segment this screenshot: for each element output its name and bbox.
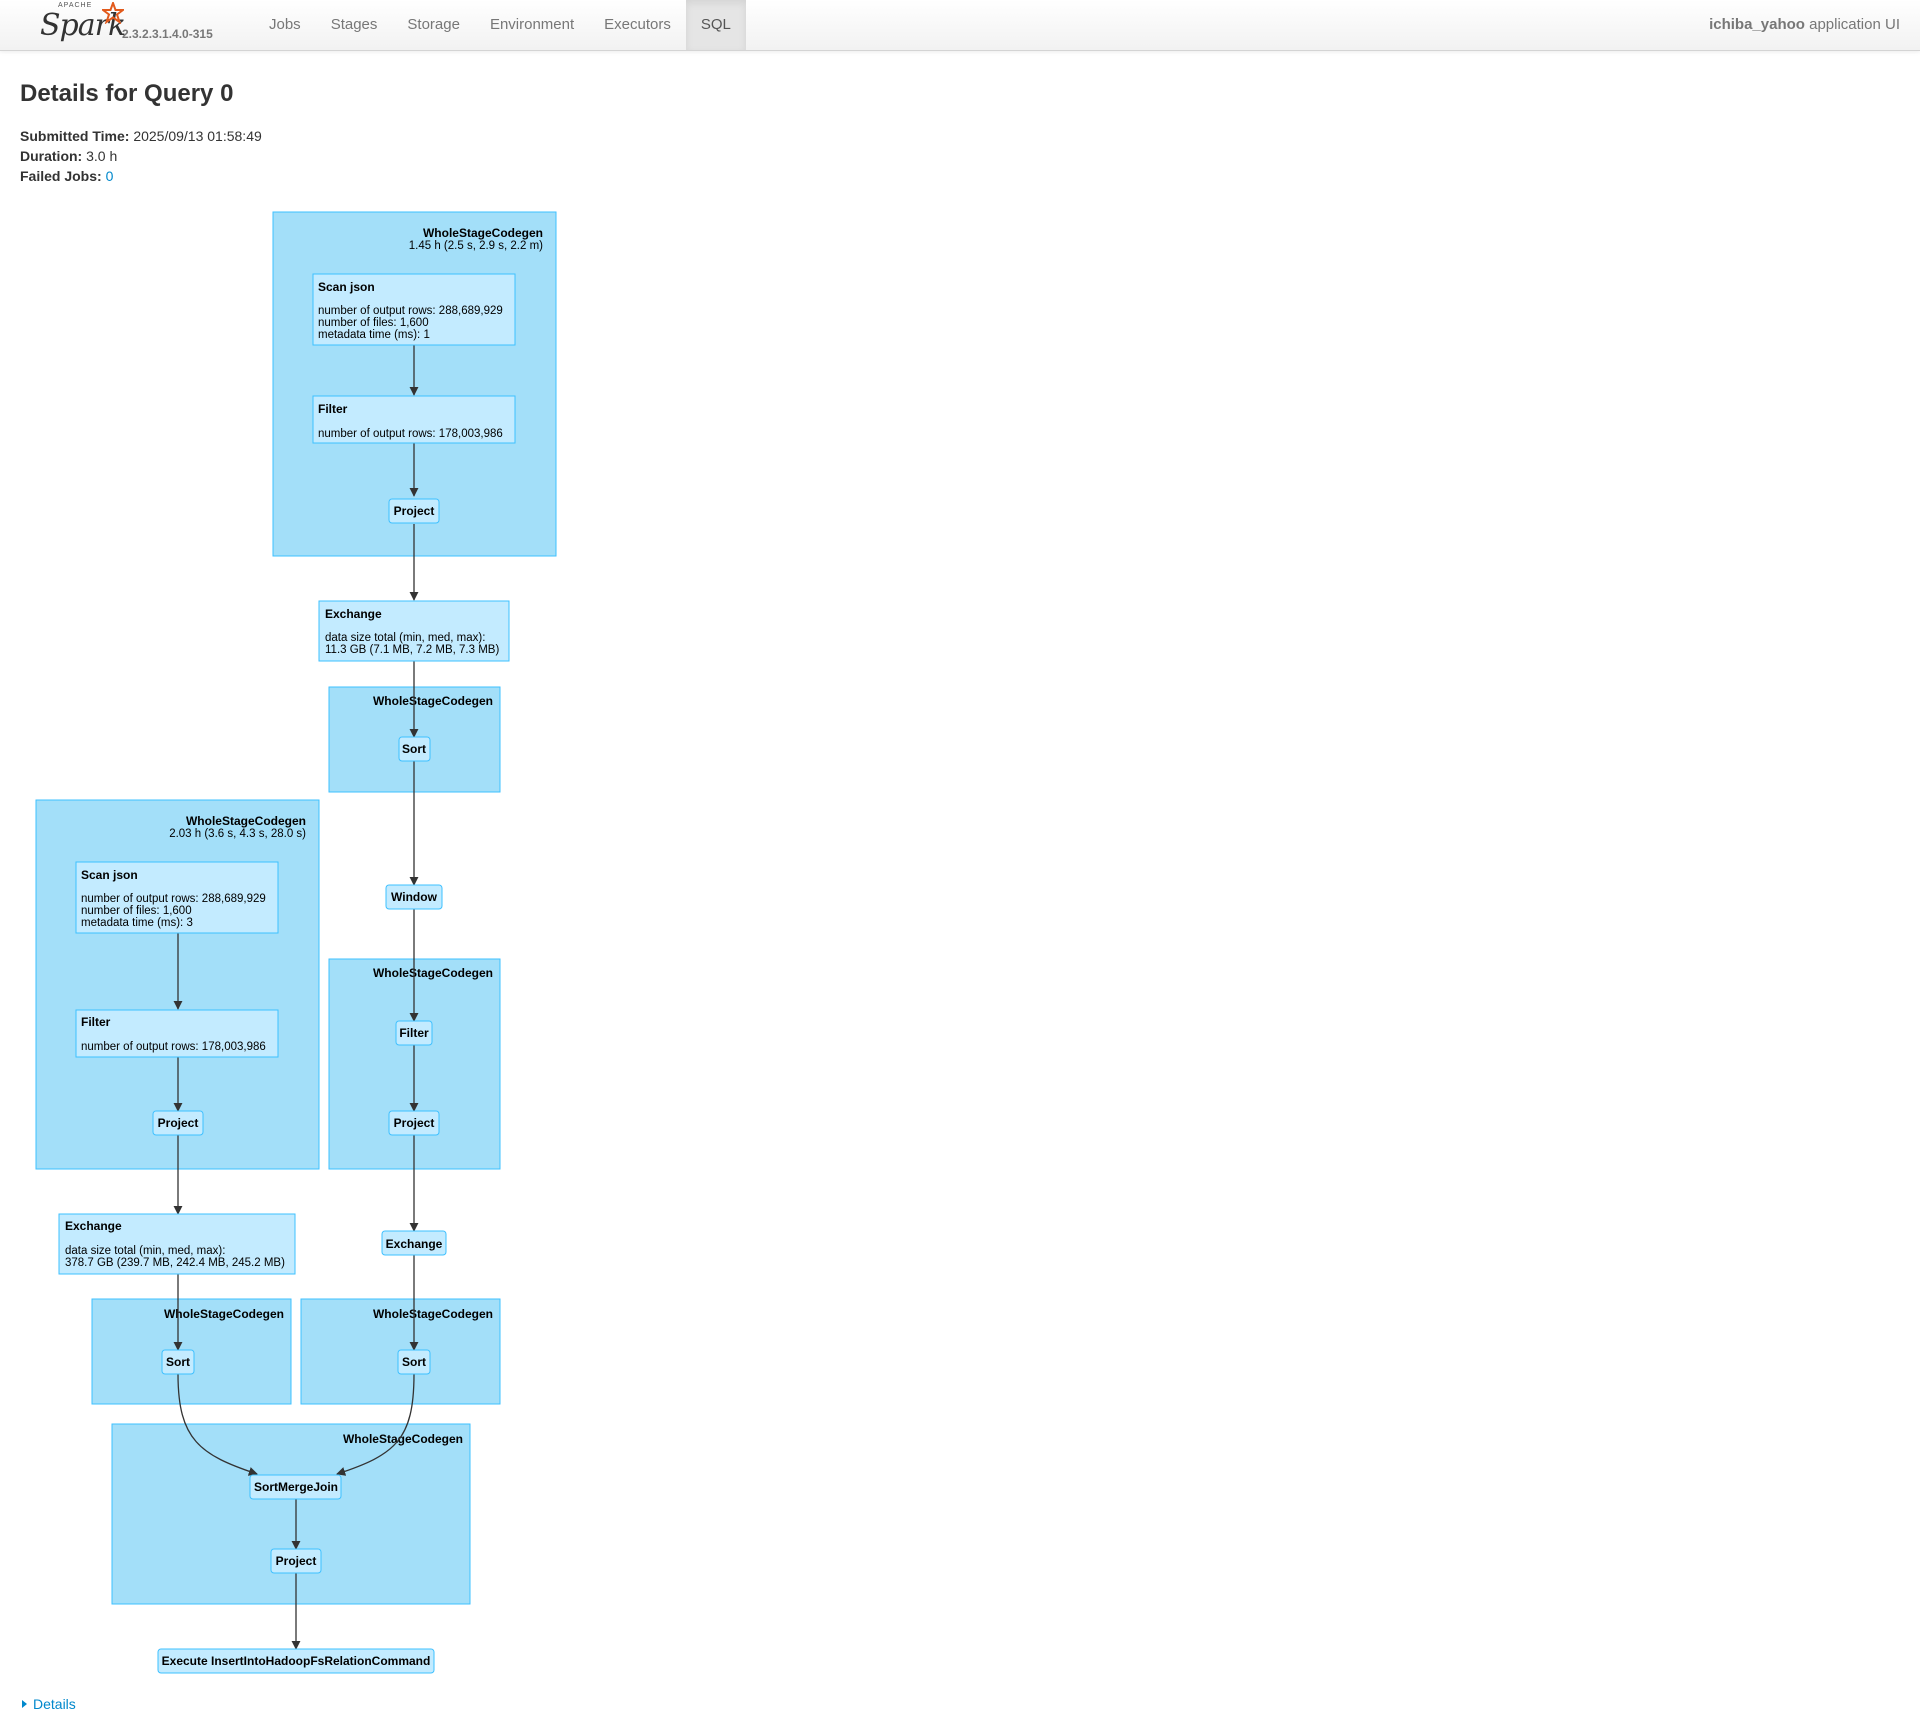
submitted-time-value: 2025/09/13 01:58:49 — [133, 128, 262, 144]
node-window[interactable]: Window — [385, 884, 443, 910]
tab-storage[interactable]: Storage — [407, 16, 460, 33]
node-scan-json-2[interactable]: Scan json number of output rows: 288,689… — [75, 861, 279, 934]
cluster-metric: 2.03 h (3.6 s, 4.3 s, 28.0 s) — [169, 828, 306, 840]
node-title: Exchange — [325, 607, 382, 621]
node-title: Sort — [402, 1355, 426, 1369]
tab-executors[interactable]: Executors — [604, 16, 671, 33]
node-filter-1[interactable]: Filter number of output rows: 178,003,98… — [312, 395, 516, 444]
node-title: Window — [391, 890, 438, 904]
details-label: Details — [33, 1696, 76, 1712]
cluster-title: WholeStageCodegen — [373, 694, 493, 708]
spark-version: 2.3.2.3.1.4.0-315 — [122, 27, 213, 41]
node-exchange-2[interactable]: Exchange data size total (min, med, max)… — [58, 1213, 296, 1275]
node-execute-insert[interactable]: Execute InsertIntoHadoopFsRelationComman… — [157, 1648, 435, 1674]
app-suffix: application UI — [1809, 16, 1900, 33]
node-exchange-3[interactable]: Exchange — [381, 1230, 447, 1256]
node-title: Project — [394, 1116, 435, 1130]
node-metric: metadata time (ms): 1 — [318, 329, 430, 341]
tab-sql[interactable]: SQL — [685, 0, 746, 50]
failed-jobs-link[interactable]: 0 — [105, 168, 114, 184]
cluster-wholestagecodegen-7[interactable]: WholeStageCodegen — [111, 1423, 471, 1605]
node-metric: data size total (min, med, max): — [65, 1245, 225, 1257]
navbar: APACHE Spark 2.3.2.3.1.4.0-315 Jobs Stag… — [0, 0, 1920, 51]
node-metric: number of output rows: 288,689,929 — [81, 893, 266, 905]
edge — [336, 1373, 415, 1476]
cluster-title: WholeStageCodegen — [423, 226, 543, 240]
node-scan-json-1[interactable]: Scan json number of output rows: 288,689… — [312, 273, 516, 346]
cluster-title: WholeStageCodegen — [164, 1307, 284, 1321]
node-metric: number of output rows: 178,003,986 — [318, 428, 503, 440]
node-title: Exchange — [65, 1219, 122, 1233]
query-summary: Submitted Time: 2025/09/13 01:58:49 Dura… — [20, 126, 262, 186]
node-metric: 378.7 GB (239.7 MB, 242.4 MB, 245.2 MB) — [65, 1257, 285, 1269]
node-sortmergejoin[interactable]: SortMergeJoin — [249, 1474, 342, 1500]
app-title: ichiba_yahoo application UI — [1709, 0, 1900, 50]
node-title: Filter — [81, 1015, 111, 1029]
submitted-time-label: Submitted Time: — [20, 128, 130, 144]
node-title: Sort — [166, 1355, 190, 1369]
node-project-4[interactable]: Project — [270, 1548, 322, 1574]
node-metric: number of files: 1,600 — [318, 317, 429, 329]
details-toggle[interactable]: Details — [22, 1696, 76, 1712]
node-title: Sort — [402, 742, 426, 756]
node-title: Project — [276, 1554, 317, 1568]
node-title: Project — [158, 1116, 199, 1130]
node-title: Exchange — [386, 1237, 443, 1251]
star-icon — [102, 2, 124, 24]
submitted-time-row: Submitted Time: 2025/09/13 01:58:49 — [20, 126, 262, 146]
failed-jobs-row: Failed Jobs: 0 — [20, 166, 262, 186]
node-metric: number of output rows: 288,689,929 — [318, 305, 503, 317]
node-project-2[interactable]: Project — [152, 1110, 204, 1136]
cluster-title: WholeStageCodegen — [186, 814, 306, 828]
node-metric: data size total (min, med, max): — [325, 632, 485, 644]
node-title: Project — [394, 504, 435, 518]
node-project-3[interactable]: Project — [388, 1110, 440, 1136]
failed-jobs-label: Failed Jobs: — [20, 168, 102, 184]
node-project-1[interactable]: Project — [388, 498, 440, 524]
tab-stages[interactable]: Stages — [330, 16, 378, 33]
node-title: Execute InsertIntoHadoopFsRelationComman… — [162, 1654, 431, 1668]
node-sort-3[interactable]: Sort — [397, 1349, 431, 1375]
app-name: ichiba_yahoo — [1709, 16, 1805, 33]
apache-label: APACHE — [58, 2, 93, 9]
spark-wordmark: Spark — [40, 8, 126, 43]
node-metric: metadata time (ms): 3 — [81, 917, 193, 929]
tab-jobs[interactable]: Jobs — [269, 16, 301, 33]
plan-edges — [173, 345, 419, 1650]
node-title: Filter — [318, 402, 348, 416]
nav-tabs: Jobs Stages Storage Environment Executor… — [254, 0, 746, 50]
node-metric: number of files: 1,600 — [81, 905, 192, 917]
node-metric: 11.3 GB (7.1 MB, 7.2 MB, 7.3 MB) — [325, 644, 499, 656]
duration-label: Duration: — [20, 148, 83, 164]
duration-row: Duration: 3.0 h — [20, 146, 262, 166]
node-title: SortMergeJoin — [254, 1480, 338, 1494]
node-title: Scan json — [318, 280, 375, 294]
node-title: Scan json — [81, 868, 138, 882]
node-filter-2[interactable]: Filter number of output rows: 178,003,98… — [75, 1009, 279, 1058]
page-title: Details for Query 0 — [20, 80, 234, 107]
caret-right-icon — [22, 1700, 27, 1708]
node-title: Filter — [399, 1026, 429, 1040]
node-sort-2[interactable]: Sort — [161, 1349, 195, 1375]
cluster-title: WholeStageCodegen — [373, 1307, 493, 1321]
node-sort-1[interactable]: Sort — [398, 736, 431, 762]
cluster-title: WholeStageCodegen — [343, 1432, 463, 1446]
node-exchange-1[interactable]: Exchange data size total (min, med, max)… — [318, 600, 510, 662]
edge — [177, 1373, 258, 1476]
node-metric: number of output rows: 178,003,986 — [81, 1041, 266, 1053]
node-filter-3[interactable]: Filter — [395, 1020, 433, 1046]
tab-environment[interactable]: Environment — [489, 16, 575, 33]
duration-value: 3.0 h — [86, 148, 118, 164]
cluster-metric: 1.45 h (2.5 s, 2.9 s, 2.2 m) — [409, 240, 543, 252]
cluster-title: WholeStageCodegen — [373, 966, 493, 980]
